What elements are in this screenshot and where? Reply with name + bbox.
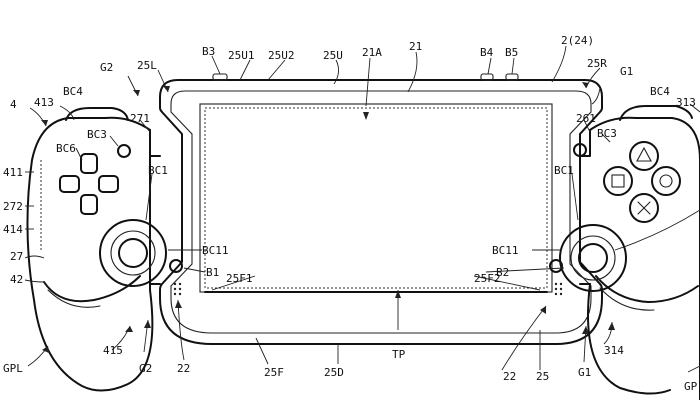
label-b1: B1	[206, 266, 219, 279]
label-bc1-left: BC1	[148, 164, 168, 177]
label-bc3-right: BC3	[597, 127, 617, 140]
right-analog-stick	[559, 224, 627, 292]
label-4: 4	[10, 98, 17, 111]
label-b5: B5	[505, 46, 518, 59]
label-gpl: GPL	[3, 362, 23, 375]
label-25d: 25D	[324, 366, 344, 379]
label-tp: TP	[392, 348, 406, 361]
label-25u1: 25U1	[228, 49, 255, 62]
label-gp-right: GP	[684, 380, 698, 393]
reference-labels: B3 25U1 25U2 25U 21A 21 B4 B5 2(24) G2 2…	[3, 34, 698, 393]
label-414: 414	[3, 223, 23, 236]
label-25f2: 25F2	[474, 272, 501, 285]
label-25u: 25U	[323, 49, 343, 62]
button-b4	[480, 73, 494, 81]
label-bc6: BC6	[56, 142, 76, 155]
label-22-left: 22	[177, 362, 190, 375]
label-g2-top: G2	[100, 61, 113, 74]
label-21: 21	[409, 40, 422, 53]
leader-arrowheads	[41, 82, 615, 353]
label-bc11-right: BC11	[492, 244, 519, 257]
right-grip-inner-curve	[599, 287, 655, 311]
left-grip-outline	[26, 116, 154, 392]
label-bc3-left: BC3	[87, 128, 107, 141]
main-body-outline	[159, 79, 603, 345]
button-b1	[169, 259, 183, 273]
label-22-right: 22	[503, 370, 516, 383]
label-g1-bottom: G1	[578, 366, 591, 379]
label-b2: B2	[496, 266, 509, 279]
label-b4: B4	[480, 46, 494, 59]
label-2-24: 2(24)	[561, 34, 594, 47]
speaker-right	[554, 282, 563, 296]
label-g1-top: G1	[620, 65, 633, 78]
left-grip-inner-curve	[47, 289, 101, 308]
right-grip-shoulder	[619, 105, 693, 121]
speaker-left	[173, 282, 182, 296]
label-42: 42	[10, 273, 23, 286]
left-grip-body-join	[149, 129, 161, 285]
face-buttons	[603, 141, 681, 223]
display-screen-outer	[199, 103, 553, 293]
label-314: 314	[604, 344, 624, 357]
label-413: 413	[34, 96, 54, 109]
label-bc1-right: BC1	[554, 164, 574, 177]
label-411: 411	[3, 166, 23, 179]
label-25f: 25F	[264, 366, 284, 379]
button-bc3-body-left	[117, 144, 131, 158]
label-b3: B3	[202, 45, 215, 58]
main-body-inner-outline	[170, 90, 592, 334]
left-analog-stick	[99, 219, 167, 287]
display-screen-inner	[204, 107, 548, 289]
d-pad	[59, 153, 119, 215]
label-313: 313	[676, 96, 696, 109]
label-25: 25	[536, 370, 549, 383]
leader-lines	[24, 45, 700, 373]
label-272: 272	[3, 200, 23, 213]
label-25l: 25L	[137, 59, 157, 72]
right-grip-outline	[587, 116, 700, 400]
label-bc11-left: BC11	[202, 244, 229, 257]
left-grip-lower-edge	[43, 275, 141, 303]
label-g2-bottom: G2	[139, 362, 152, 375]
label-21a: 21A	[362, 46, 382, 59]
label-25r: 25R	[587, 57, 607, 70]
label-27: 27	[10, 250, 23, 263]
label-271: 271	[130, 112, 150, 125]
label-415: 415	[103, 344, 123, 357]
label-25f1: 25F1	[226, 272, 253, 285]
right-grip-body-join	[579, 129, 591, 285]
label-bc4-left: BC4	[63, 85, 83, 98]
label-25u2: 25U2	[268, 49, 295, 62]
label-bc4-right: BC4	[650, 85, 670, 98]
label-261: 261	[576, 112, 596, 125]
button-b2	[549, 259, 563, 273]
